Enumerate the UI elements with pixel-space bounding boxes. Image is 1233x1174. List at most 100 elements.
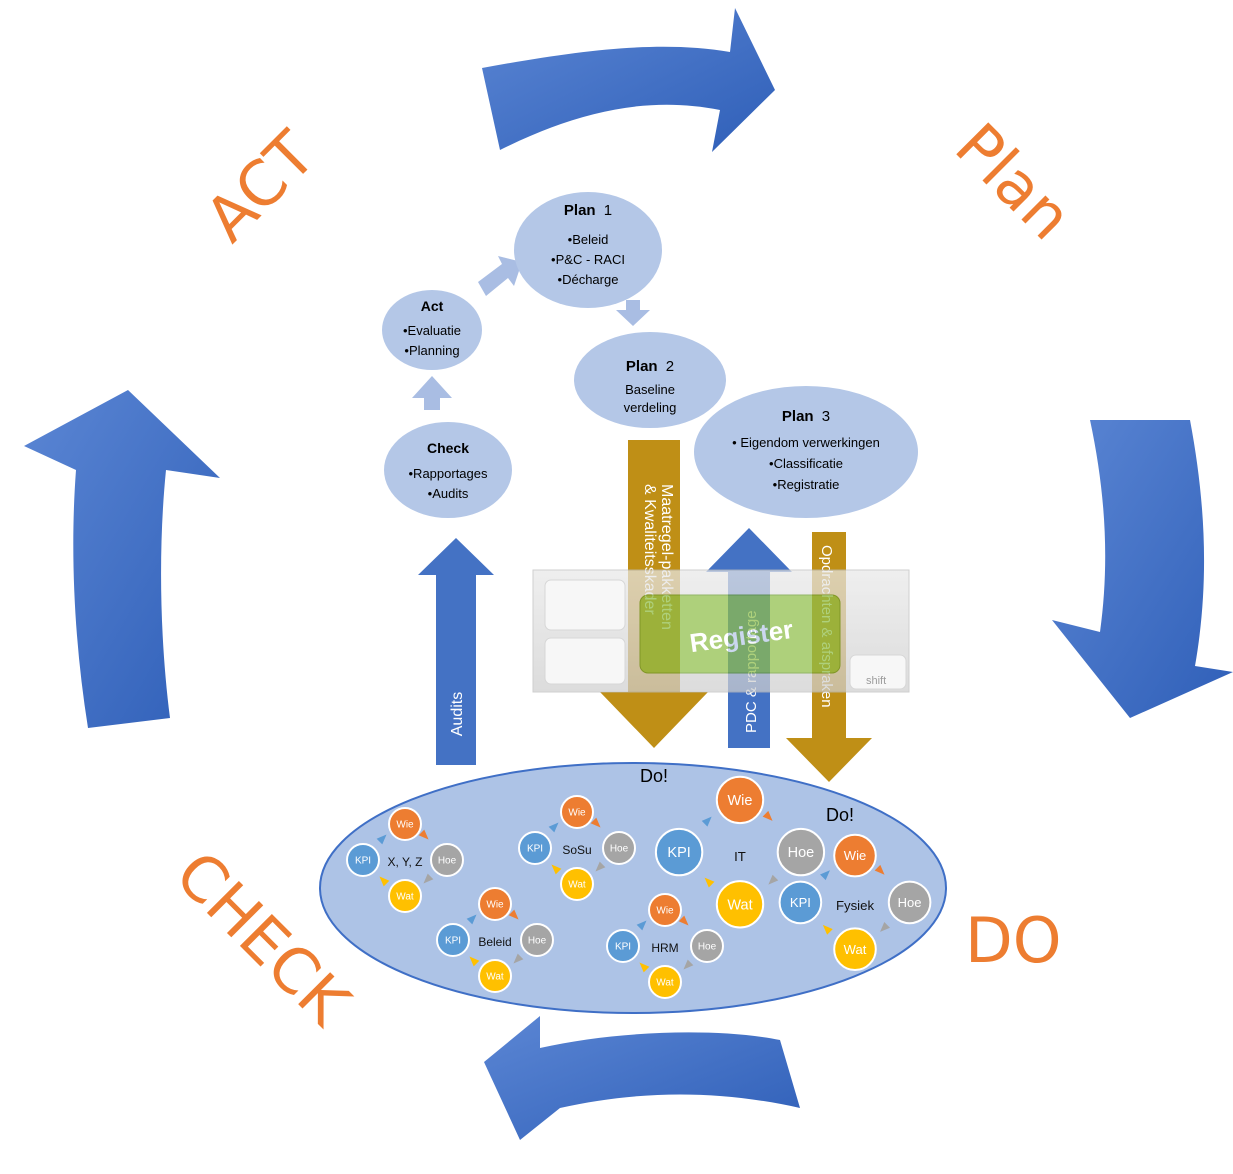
node-plan1: Plan 1 •Beleid •P&C - RACI •Décharge — [514, 192, 662, 308]
kpi-circle-label: KPI — [615, 942, 631, 953]
flow-arrow-wat-kpi — [551, 864, 562, 875]
arrow-audits: Audits — [418, 538, 494, 765]
flow-arrow-wat-kpi — [704, 877, 715, 888]
hoe-circle-label: Hoe — [898, 895, 922, 910]
flow-arrow-wie-hoe — [590, 817, 601, 828]
node-plan1-item: •P&C - RACI — [551, 252, 625, 267]
hoe-circle-label: Hoe — [610, 844, 629, 855]
flow-arrow-hoe-wat — [880, 922, 890, 932]
flow-arrow-wie-hoe — [762, 810, 773, 821]
node-plan3-item: •Registratie — [773, 477, 840, 492]
keyboard-image: Register shift — [532, 569, 910, 693]
wat-circle-label: Wat — [844, 942, 867, 957]
cluster-center-label: Beleid — [478, 935, 511, 949]
svg-text:Plan 3: Plan 3 — [782, 408, 830, 425]
arrow-check-to-act — [412, 376, 452, 410]
kpi-circle-label: KPI — [445, 936, 461, 947]
wat-circle: Wat — [388, 879, 422, 913]
cycle-arrow-bottom — [484, 1016, 800, 1140]
node-plan2-num: 2 — [666, 358, 674, 375]
kpi-circle-label: KPI — [790, 895, 811, 910]
hoe-circle: Hoe — [602, 831, 636, 865]
flow-arrow-hoe-wat — [513, 953, 524, 964]
phase-label-act: ACT — [191, 117, 330, 256]
node-plan1-item: •Beleid — [568, 232, 609, 247]
wat-circle-label: Wat — [727, 897, 752, 913]
wat-circle-label: Wat — [656, 978, 674, 989]
cycle-arrow-top — [482, 8, 775, 152]
node-plan3-item: •Classificatie — [769, 456, 843, 471]
kpi-circle-label: KPI — [355, 856, 371, 867]
wie-circle-label: Wie — [396, 820, 414, 831]
cluster-center-label: X, Y, Z — [388, 855, 423, 869]
wie-circle-label: Wie — [844, 848, 866, 863]
hoe-circle: Hoe — [690, 929, 724, 963]
cluster-center-label: IT — [734, 849, 746, 864]
node-plan2-item: Baseline — [625, 382, 675, 397]
flow-arrow-wat-kpi — [379, 876, 390, 887]
do-label-1: Do! — [640, 766, 668, 786]
arrow-audits-label: Audits — [449, 692, 466, 736]
hoe-circle-label: Hoe — [698, 942, 717, 953]
svg-text:Plan 1: Plan 1 — [564, 202, 612, 219]
node-check-item: •Audits — [428, 486, 469, 501]
kpi-circle: KPI — [606, 929, 640, 963]
wat-circle: Wat — [833, 927, 877, 972]
flow-arrow-wat-kpi — [469, 956, 480, 967]
flow-arrow-wie-hoe — [678, 915, 689, 926]
wat-circle-label: Wat — [568, 880, 586, 891]
do-label-2: Do! — [826, 805, 854, 825]
kpi-circle: KPI — [346, 843, 380, 877]
wie-circle: Wie — [388, 807, 422, 841]
flow-arrow-hoe-wat — [595, 861, 606, 872]
node-act-title: Act — [421, 298, 444, 314]
wat-circle: Wat — [715, 880, 765, 929]
flow-arrow-kpi-wie — [820, 870, 830, 881]
wat-circle: Wat — [560, 867, 594, 901]
flow-arrow-hoe-wat — [768, 874, 779, 885]
node-plan1-num: 1 — [604, 202, 612, 219]
wat-circle-label: Wat — [396, 892, 414, 903]
flow-arrow-kpi-wie — [376, 834, 387, 845]
wie-circle-label: Wie — [568, 808, 586, 819]
flow-arrow-wie-hoe — [874, 864, 885, 875]
flow-arrow-wie-hoe — [418, 829, 429, 840]
arrow-plan1-to-plan2 — [616, 300, 650, 326]
kpi-circle-label: KPI — [667, 845, 690, 861]
arrow-act-to-plan1 — [478, 256, 522, 296]
flow-arrow-wat-kpi — [822, 924, 833, 935]
hoe-circle: Hoe — [520, 923, 554, 957]
hoe-circle-label: Hoe — [438, 856, 457, 867]
flow-arrow-kpi-wie — [636, 920, 647, 931]
phase-label-plan: Plan — [941, 109, 1086, 254]
node-plan2: Plan 2 Baseline verdeling — [574, 332, 726, 428]
node-plan1-title: Plan — [564, 202, 596, 219]
kpi-circle: KPI — [778, 880, 823, 925]
cycle-arrow-left — [24, 390, 220, 728]
node-plan3-item: • Eigendom verwerkingen — [732, 435, 880, 450]
node-check: Check •Rapportages •Audits — [384, 422, 512, 518]
wat-circle-label: Wat — [486, 972, 504, 983]
flow-arrow-wat-kpi — [639, 962, 650, 973]
kpi-circle: KPI — [654, 827, 704, 877]
wie-circle: Wie — [560, 795, 594, 829]
wie-circle-label: Wie — [728, 793, 753, 809]
node-plan3-num: 3 — [822, 408, 830, 425]
node-plan2-title: Plan — [626, 358, 658, 375]
wie-circle-label: Wie — [656, 906, 674, 917]
cluster-center-label: HRM — [651, 941, 678, 955]
wie-circle: Wie — [715, 775, 765, 825]
hoe-circle-label: Hoe — [528, 936, 547, 947]
node-check-item: •Rapportages — [409, 466, 488, 481]
svg-text:Plan 2: Plan 2 — [626, 358, 674, 375]
kpi-circle: KPI — [518, 831, 552, 865]
keyboard-shift-label: shift — [866, 675, 886, 687]
phase-label-do: DO — [965, 904, 1062, 977]
